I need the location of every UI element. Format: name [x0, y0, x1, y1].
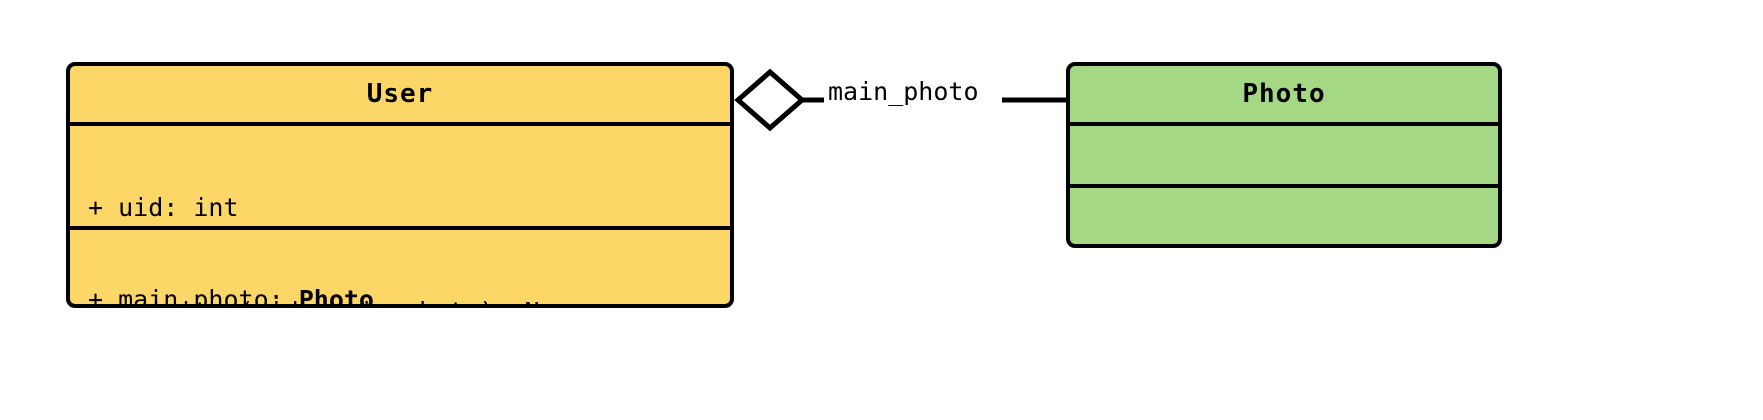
class-operations-photo [1070, 184, 1498, 244]
aggregation-diamond-icon [734, 68, 806, 132]
class-operations-user: + __init__(uid, main_photo): None [70, 226, 730, 304]
attribute-prefix: + main_photo: [88, 284, 299, 308]
class-attributes-photo [1070, 122, 1498, 184]
class-attributes-user: + uid: int + main_photo: Photo [70, 122, 730, 304]
relationship-label-main-photo: main_photo [824, 79, 983, 104]
uml-class-user[interactable]: User + uid: int + main_photo: Photo + __… [66, 62, 734, 308]
uml-class-photo[interactable]: Photo [1066, 62, 1502, 248]
attribute-row: + uid: int [88, 193, 239, 222]
attribute-type-ref: Photo [298, 284, 374, 308]
class-title-photo: Photo [1242, 79, 1326, 109]
class-title-user: User [366, 79, 434, 109]
attribute-row: + main_photo: Photo [88, 284, 712, 308]
operation-row: + __init__(uid, main_photo): None [88, 297, 712, 304]
